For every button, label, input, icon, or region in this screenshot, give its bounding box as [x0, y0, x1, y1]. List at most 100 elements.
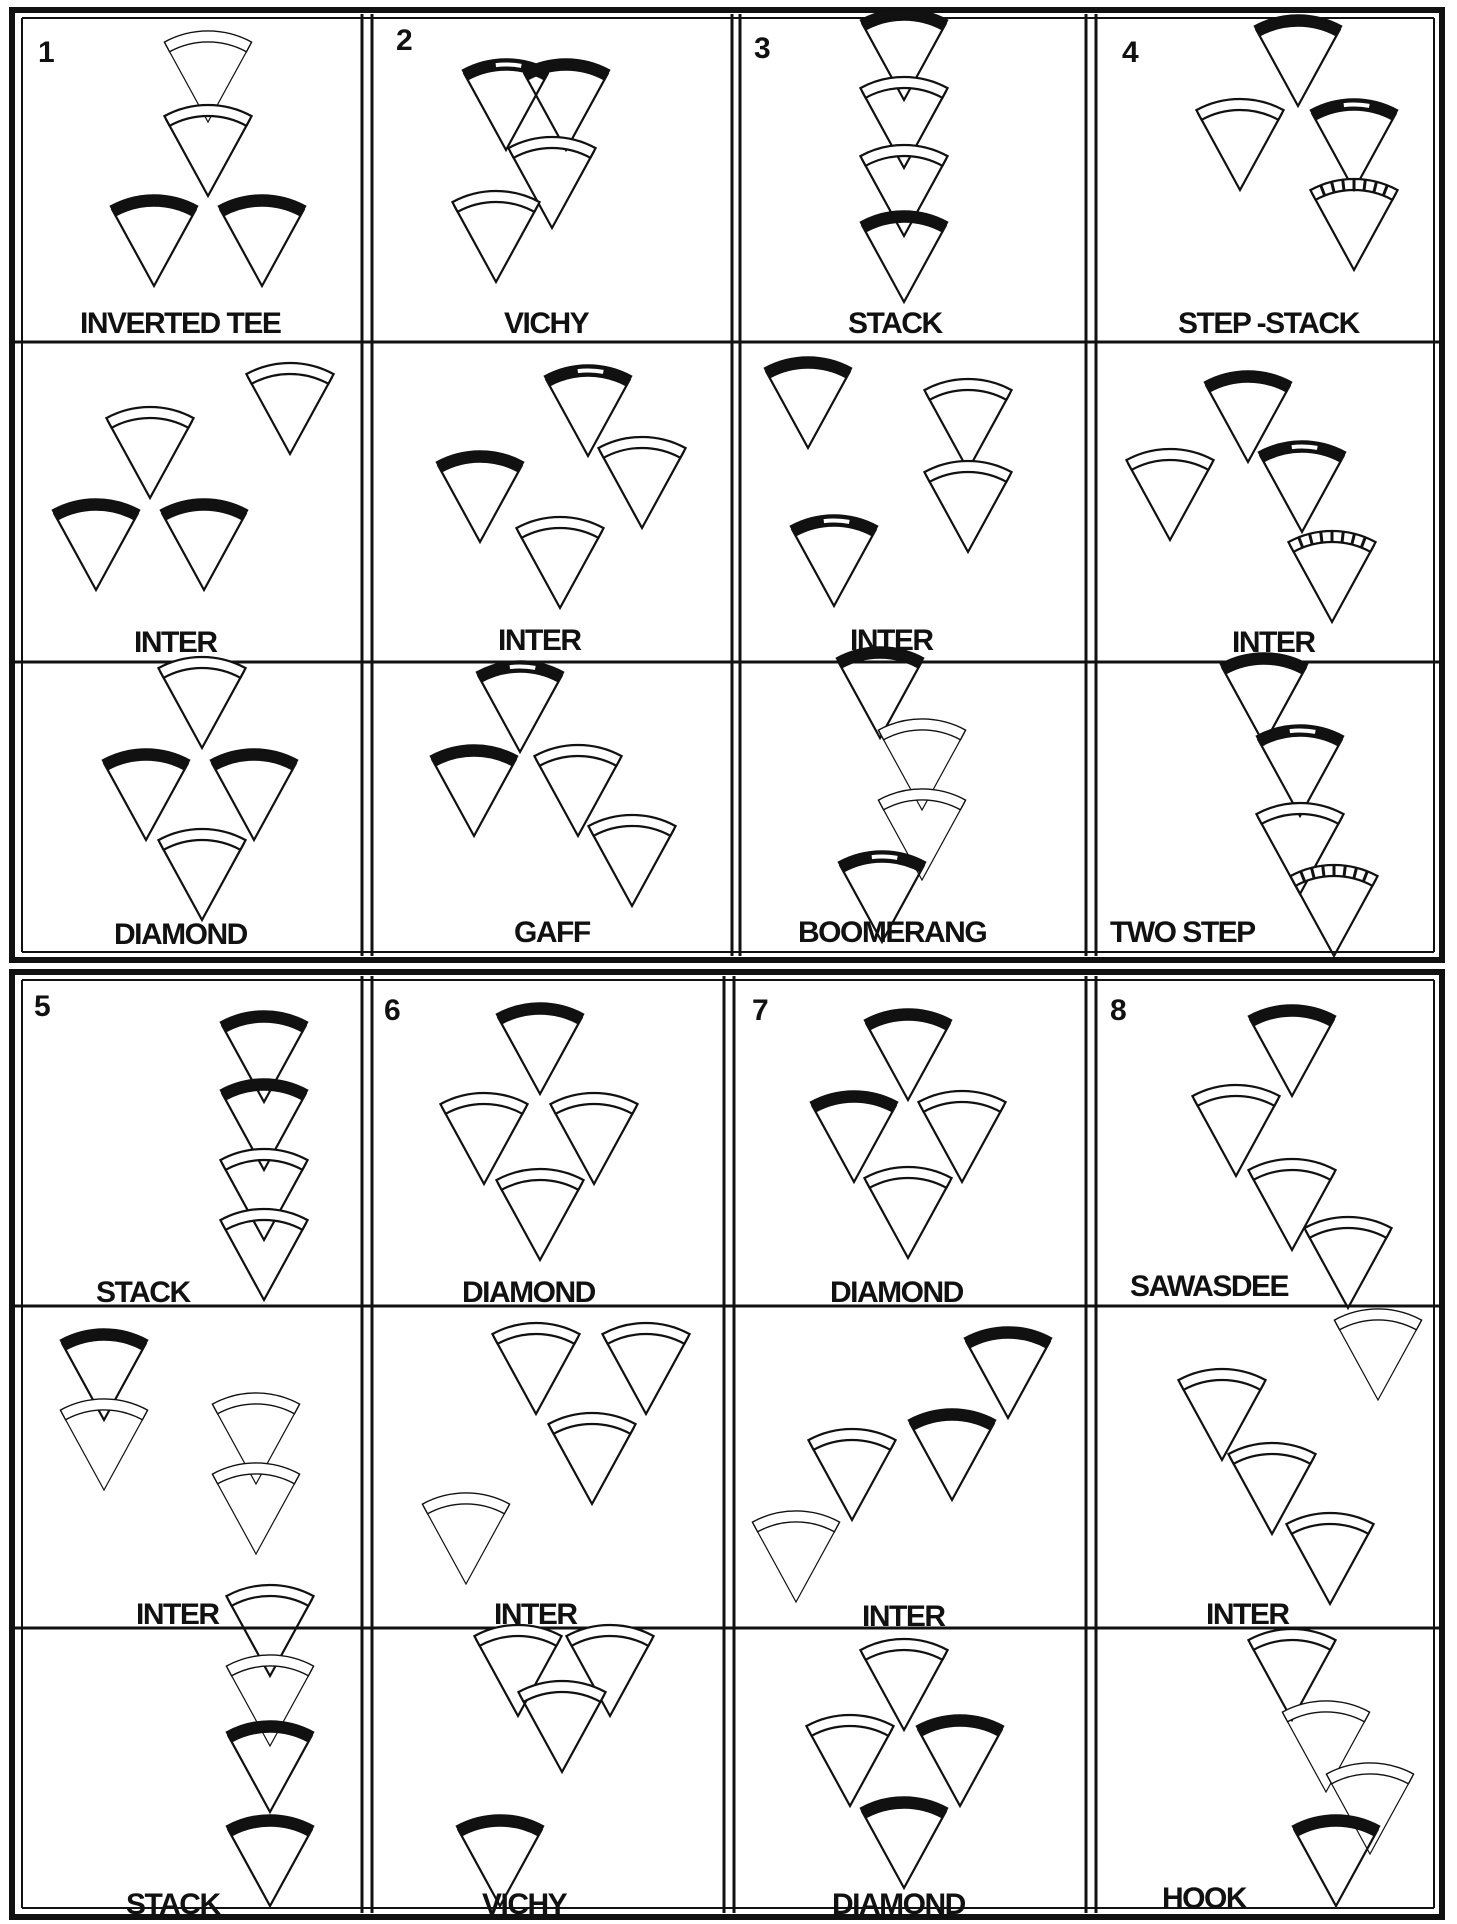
formation-label: INVERTED TEE	[80, 307, 281, 340]
canopy-icon	[864, 1167, 951, 1258]
canopy-icon	[1258, 441, 1345, 532]
canopy-icon	[548, 1413, 635, 1504]
canopy-icon	[924, 379, 1011, 470]
section-b-outer-frame	[12, 972, 1442, 1917]
canopy-icon	[158, 657, 245, 748]
formation-label: VICHY	[504, 307, 590, 340]
canopy-icon	[110, 195, 197, 286]
canopy-icon	[516, 517, 603, 608]
canopy-icon	[496, 1003, 583, 1094]
section-b: 5 6 7 8 STACK DIAMOND DIAMOND SAWASDEE I…	[12, 972, 1442, 1921]
canopy-icon	[566, 1625, 653, 1716]
formation-label: DIAMOND	[462, 1276, 596, 1309]
canopy-icon	[1326, 1763, 1413, 1854]
canopy-icon	[522, 59, 609, 150]
canopy-icon	[790, 515, 877, 606]
canopy-icon	[598, 437, 685, 528]
block-number: 7	[752, 994, 769, 1027]
formation-label: BOOMERANG	[798, 916, 986, 949]
formation-label: STEP -STACK	[1178, 307, 1361, 340]
canopy-icon	[1292, 1815, 1379, 1906]
formation-label: TWO STEP	[1110, 916, 1255, 949]
canopy-icon	[102, 749, 189, 840]
block-number: 8	[1110, 994, 1127, 1027]
formation-label: SAWASDEE	[1130, 1270, 1289, 1303]
canopy-icon	[1310, 179, 1397, 270]
canopy-icon	[918, 1091, 1005, 1182]
canopy-icon	[1288, 531, 1375, 622]
block-number: 3	[754, 32, 771, 65]
canopy-icon	[452, 191, 539, 282]
canopy-icon	[164, 105, 251, 196]
canopy-icon	[764, 357, 851, 448]
canopy-icon	[860, 1639, 947, 1730]
canopy-icon	[160, 499, 247, 590]
canopy-icon	[916, 1715, 1003, 1806]
canopy-icon	[212, 1463, 299, 1554]
canopy-icon	[218, 195, 305, 286]
canopy-icon	[430, 745, 517, 836]
formation-label: INTER	[134, 626, 218, 659]
section-a: 1 2 3 4 INVERTED TEE VICHY STACK STEP -S…	[12, 9, 1442, 960]
canopy-icon	[908, 1409, 995, 1500]
formation-label: INTER	[862, 1600, 946, 1633]
canopy-icon	[476, 661, 563, 752]
canopy-icon	[1304, 1217, 1391, 1308]
canopy-icon	[810, 1091, 897, 1182]
canopy-icon	[246, 363, 333, 454]
formation-label: INTER	[1206, 1598, 1290, 1631]
block-number: 4	[1122, 36, 1139, 69]
canopy-icon	[864, 1009, 951, 1100]
canopy-icon	[422, 1493, 509, 1584]
formation-label: INTER	[136, 1598, 220, 1631]
canopy-icon	[60, 1399, 147, 1490]
canopy-icon	[924, 461, 1011, 552]
canopy-icon	[860, 1797, 947, 1888]
formation-label: GAFF	[514, 916, 591, 949]
block-number: 5	[34, 990, 51, 1023]
canopy-icon	[1286, 1513, 1373, 1604]
canopy-icon	[518, 1681, 605, 1772]
canopy-icon	[808, 1429, 895, 1520]
formation-label: STACK	[126, 1888, 221, 1921]
canopy-icon	[1334, 1309, 1421, 1400]
canopy-icon	[1126, 449, 1213, 540]
canopy-icon	[1254, 15, 1341, 106]
canopy-icon	[1282, 1701, 1369, 1792]
canopy-icon	[1196, 99, 1283, 190]
canopy-icon	[602, 1323, 689, 1414]
canopy-icon	[492, 1323, 579, 1414]
section-a-outer-frame	[12, 10, 1442, 960]
canopy-icon	[52, 499, 139, 590]
block-number: 2	[396, 24, 413, 57]
formation-label: VICHY	[482, 1888, 568, 1921]
formation-label: HOOK	[1162, 1882, 1248, 1915]
formation-label: STACK	[848, 307, 943, 340]
canopy-icon	[226, 1815, 313, 1906]
canopy-icon	[474, 1625, 561, 1716]
canopy-icon	[158, 829, 245, 920]
formation-label: DIAMOND	[830, 1276, 964, 1309]
canopy-icon	[1248, 1159, 1335, 1250]
canopy-icon	[550, 1093, 637, 1184]
canopy-group-b	[60, 1003, 1421, 1906]
canopy-icon	[752, 1511, 839, 1602]
canopy-icon	[1290, 865, 1377, 956]
canopy-icon	[440, 1093, 527, 1184]
canopy-icon	[964, 1327, 1051, 1418]
canopy-icon	[806, 1715, 893, 1806]
canopy-icon	[588, 815, 675, 906]
formation-label: DIAMOND	[832, 1888, 966, 1921]
formation-label: STACK	[96, 1276, 191, 1309]
block-number: 1	[38, 36, 55, 69]
formation-label: DIAMOND	[114, 918, 248, 951]
canopy-icon	[508, 137, 595, 228]
canopy-icon	[210, 749, 297, 840]
canopy-icon	[860, 211, 947, 302]
canopy-icon	[106, 407, 193, 498]
canopy-group-a	[52, 9, 1397, 956]
canopy-icon	[1310, 99, 1397, 190]
canopy-icon	[436, 451, 523, 542]
